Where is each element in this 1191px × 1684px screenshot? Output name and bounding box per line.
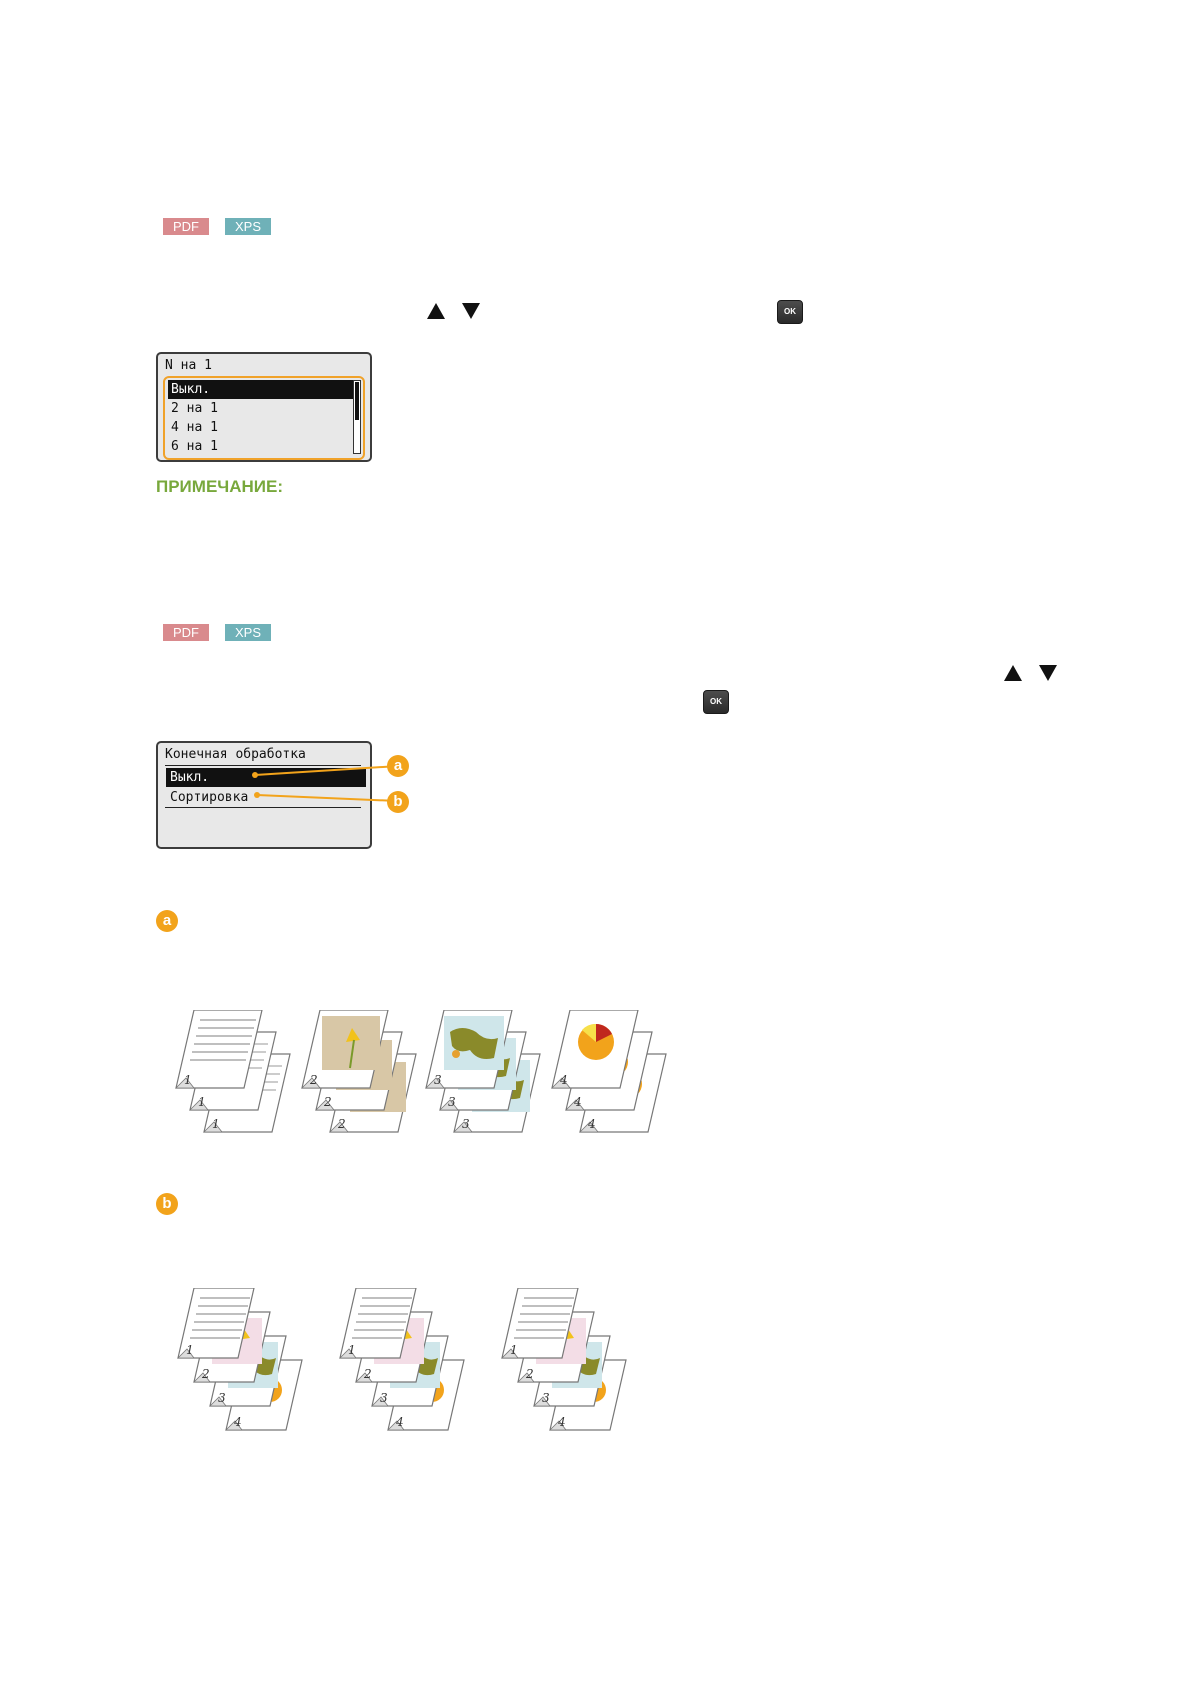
page-stack-icon [178,1288,302,1430]
page-stack-icon [502,1288,626,1430]
arrow-down-icon [462,303,480,319]
lcd-list-highlight [163,376,365,460]
svg-text:2: 2 [323,1095,332,1109]
lcd-item[interactable]: 6 на 1 [171,439,218,454]
lcd-item-selected[interactable]: Выкл. [168,380,353,399]
svg-text:1: 1 [184,1073,192,1087]
arrow-up-icon [1004,665,1022,681]
lcd-item-selected[interactable]: Выкл. [166,768,366,787]
note-heading: ПРИМЕЧАНИЕ: [156,477,283,496]
callout-marker-b: b [387,791,409,813]
option-a-marker: a [156,910,178,932]
lcd-scrollbar[interactable] [353,380,361,454]
lcd-item[interactable]: Сортировка [170,790,249,805]
ok-key-icon: OK [703,690,729,714]
svg-text:4: 4 [573,1095,582,1109]
page-stack-icon: 1 1 1 [175,1010,291,1133]
xps-badge: XPS [225,624,271,641]
svg-text:4: 4 [587,1117,596,1131]
lcd-n-on-1: N на 1 Выкл. 2 на 1 4 на 1 6 на 1 [156,352,372,462]
lcd-item[interactable]: 2 на 1 [171,401,218,416]
svg-text:3: 3 [434,1073,442,1087]
callout-marker-a: a [387,755,409,777]
lcd-title: Конечная обработка [165,747,306,762]
svg-text:3: 3 [448,1095,456,1109]
pdf-badge: PDF [163,624,209,641]
page-stack-icon: 2 2 2 [301,1010,417,1133]
option-b-marker: b [156,1193,178,1215]
lcd-divider [165,765,361,766]
svg-text:4: 4 [559,1073,568,1087]
lcd-item[interactable]: 4 на 1 [171,420,218,435]
lcd-divider [165,807,361,808]
callout-lines [252,765,399,802]
uncollated-illustration: 1 1 1 2 2 2 3 3 3 4 4 4 [175,1010,667,1133]
xps-badge: XPS [225,218,271,235]
page-stack-icon: 3 3 3 [425,1010,541,1133]
svg-text:2: 2 [337,1117,346,1131]
lcd-title: N на 1 [165,358,212,373]
arrow-up-icon [427,303,445,319]
page-stack-icon [340,1288,464,1430]
collated-illustration: 4 3 2 1 [170,1288,670,1438]
page-stack-icon: 4 4 4 [551,1010,667,1133]
svg-text:3: 3 [462,1117,470,1131]
svg-text:1: 1 [198,1095,206,1109]
svg-text:2: 2 [309,1073,318,1087]
ok-key-icon: OK [777,300,803,324]
arrow-down-icon [1039,665,1057,681]
lcd-finishing: Конечная обработка Выкл. Сортировка [156,741,372,849]
pdf-badge: PDF [163,218,209,235]
svg-text:1: 1 [212,1117,220,1131]
